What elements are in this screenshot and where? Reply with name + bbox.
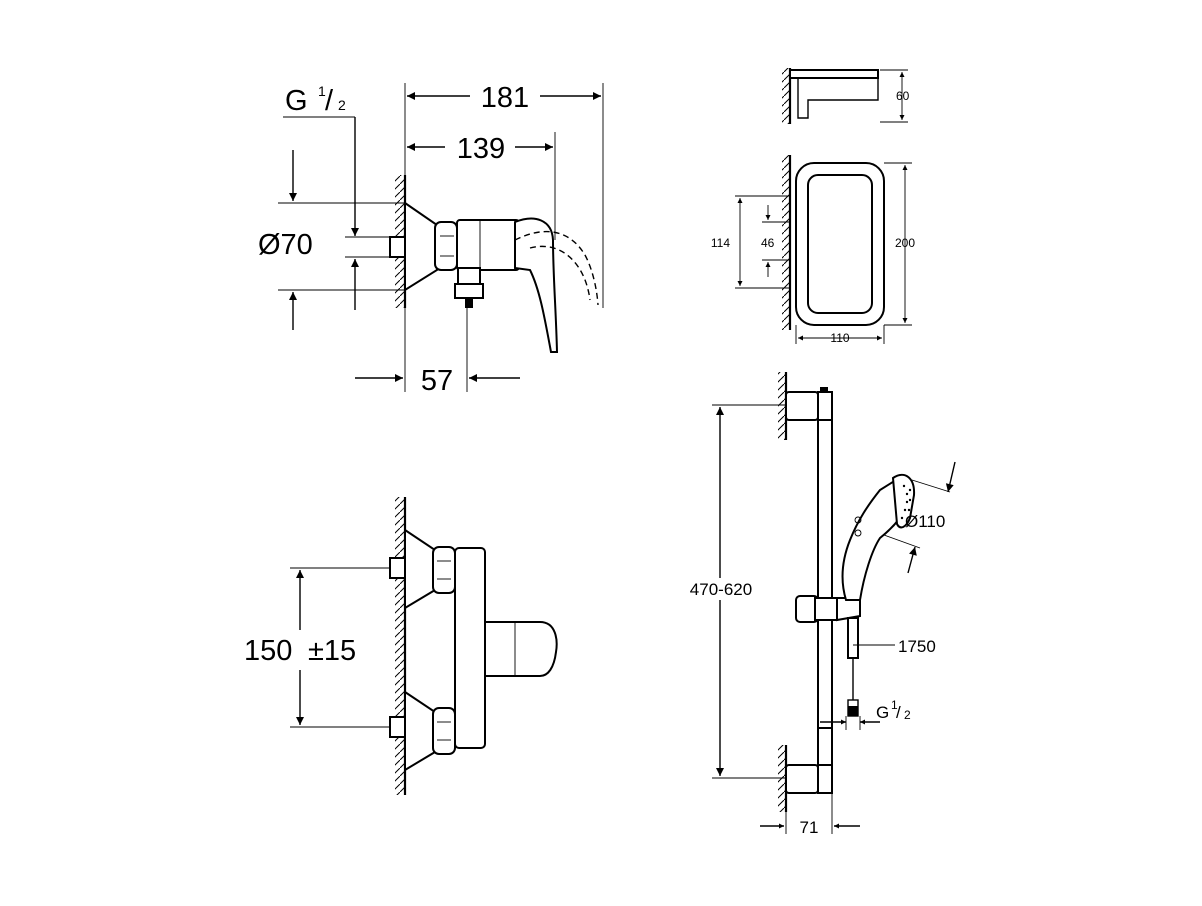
upper-nut bbox=[432, 546, 456, 594]
shelf-top-view: 60 bbox=[782, 68, 910, 124]
shelf-front-view: 200 114 46 110 bbox=[711, 155, 915, 345]
shelf-top-plate bbox=[789, 69, 879, 79]
lever-handle bbox=[514, 217, 559, 353]
rail-thread-slash: / bbox=[896, 703, 901, 722]
dim-head-top-arrow bbox=[945, 461, 956, 493]
thread-fraction-slash: / bbox=[325, 85, 334, 117]
dim-shelf-height: 200 bbox=[895, 236, 915, 250]
rail-thread-den: 2 bbox=[904, 708, 911, 722]
rail-thread-g: G bbox=[876, 703, 889, 722]
dim-overall-length: 181 bbox=[481, 82, 529, 114]
inlet-connector bbox=[389, 236, 406, 258]
upper-bracket bbox=[785, 391, 819, 421]
shower-rail-view: 470-620 Ø110 1750 G 1 / 2 71 bbox=[686, 372, 956, 837]
dim-fixing-spacing: 114 bbox=[711, 236, 730, 250]
dim-head-diameter: Ø110 bbox=[905, 512, 945, 531]
hose-upper bbox=[847, 617, 859, 659]
dim-body-length: 139 bbox=[457, 133, 505, 165]
slider-holder bbox=[836, 597, 861, 622]
thread-fraction-den: 2 bbox=[338, 97, 346, 113]
lever-front bbox=[484, 621, 558, 677]
dim-centre-distance: 150 bbox=[244, 635, 292, 667]
thread-g-label: G bbox=[285, 85, 308, 117]
lower-inlet bbox=[389, 716, 406, 738]
rail-bar bbox=[817, 419, 833, 731]
lower-nut bbox=[432, 707, 456, 755]
spray-button bbox=[854, 516, 862, 524]
lever-swing-path bbox=[514, 230, 599, 306]
outlet-thread bbox=[454, 283, 484, 299]
slider-body bbox=[814, 597, 838, 621]
upper-cap bbox=[817, 391, 833, 421]
wall-hatch-front bbox=[395, 497, 405, 795]
mixer-body-front bbox=[454, 547, 486, 749]
dim-rail-wall-offset: 71 bbox=[800, 818, 819, 837]
dim-shelf-width: 110 bbox=[830, 331, 849, 345]
handshower-head bbox=[891, 473, 916, 529]
dim-hose-length: 1750 bbox=[898, 637, 936, 656]
dim-rail-length: 470-620 bbox=[690, 580, 752, 599]
lower-bracket bbox=[785, 764, 819, 794]
mixer-body bbox=[456, 219, 520, 271]
dim-diameter: Ø70 bbox=[258, 229, 313, 261]
lower-cap bbox=[817, 764, 833, 794]
mixer-front-view: 150 ±15 bbox=[244, 497, 558, 795]
upper-inlet bbox=[389, 557, 406, 579]
hex-nut bbox=[434, 221, 458, 271]
dim-shelf-depth: 60 bbox=[896, 89, 910, 103]
rail-thread-num: 1 bbox=[891, 698, 898, 712]
dim-head-bottom-arrow bbox=[907, 546, 917, 574]
lower-flange bbox=[404, 690, 436, 772]
upper-flange bbox=[404, 528, 436, 610]
flange-rosette bbox=[404, 201, 438, 292]
outlet-pin bbox=[465, 298, 473, 308]
shelf-inner bbox=[807, 174, 873, 314]
dim-wall-offset: 57 bbox=[421, 365, 453, 397]
dim-tolerance: ±15 bbox=[308, 635, 356, 667]
dim-screw-spacing: 46 bbox=[761, 236, 775, 250]
mixer-side-view: 181 139 G 1 / 2 Ø70 57 bbox=[258, 82, 604, 397]
shelf-bracket bbox=[797, 78, 879, 119]
thread-fraction-num: 1 bbox=[318, 83, 326, 99]
